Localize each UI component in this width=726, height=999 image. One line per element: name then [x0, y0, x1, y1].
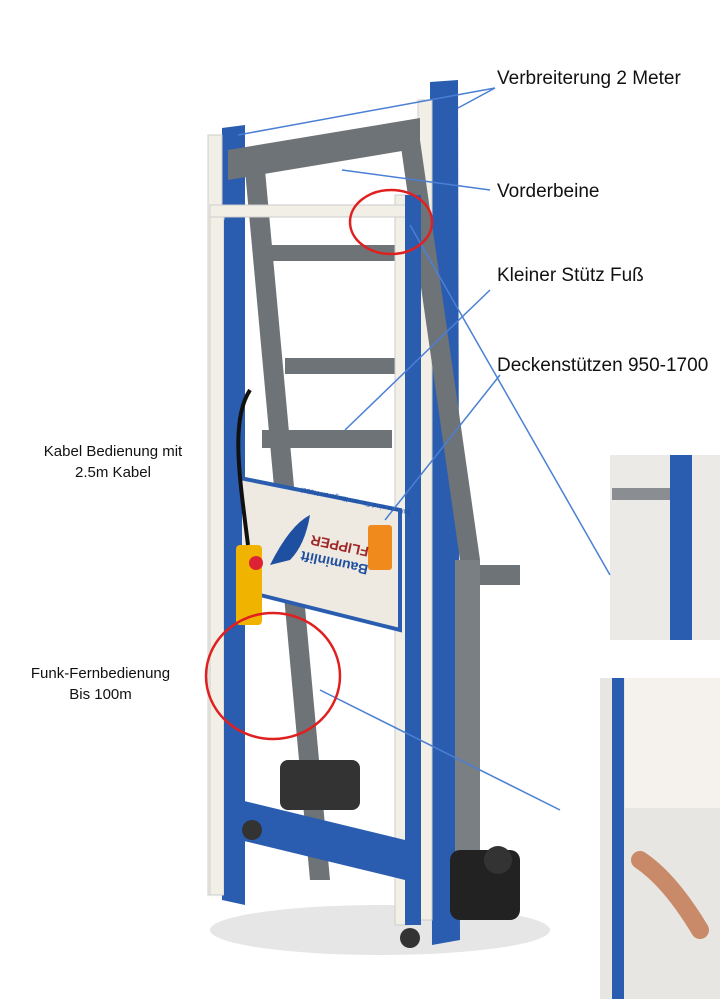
hand: [631, 851, 709, 939]
label-ceiling-supports: Deckenstützen 950-1700: [497, 355, 709, 376]
inset-frame: [612, 678, 624, 999]
label-cable-control-line2: 2.5m Kabel: [75, 464, 151, 481]
label-radio-remote: Funk-Fernbedienung Bis 100m: [18, 663, 183, 705]
label-cable-control: Kabel Bedienung mit 2.5m Kabel: [28, 441, 198, 483]
bottom-frame: [240, 800, 405, 880]
wheel: [400, 928, 420, 948]
front-frame-right: [405, 195, 421, 925]
annotation-arrows: [237, 87, 611, 811]
control-cable: [236, 388, 252, 546]
rung: [260, 245, 400, 261]
inset-photo-foot: [610, 455, 720, 640]
front-rack-left: [209, 214, 225, 896]
label-cable-control-line1: Kabel Bedienung mit: [43, 443, 183, 460]
highlight-circle-top: [348, 188, 434, 256]
top-crossbar: [228, 118, 420, 180]
label-small-foot: Kleiner Stütz Fuß: [497, 265, 644, 286]
rung: [262, 430, 392, 448]
rung: [285, 358, 395, 374]
label-front-legs: Vorderbeine: [497, 181, 600, 202]
highlight-circle-foot: [204, 611, 342, 741]
inset-foot-bar: [612, 488, 670, 500]
front-top-rack: [209, 204, 411, 218]
upright-support: [455, 560, 480, 890]
label-widening: Verbreiterung 2 Meter: [497, 68, 681, 89]
wheel: [484, 846, 512, 874]
emergency-stop-button: [249, 556, 263, 570]
dolphin-logo: [270, 515, 310, 565]
winch-motor: [280, 760, 360, 810]
label-radio-remote-line1: Funk-Fernbedienung: [30, 665, 171, 682]
label-radio-remote-line2: Bis 100m: [69, 686, 132, 703]
inset-sign: [625, 678, 720, 808]
radio-remote: [368, 525, 392, 570]
wheel: [242, 820, 262, 840]
inset-frame: [670, 455, 692, 640]
